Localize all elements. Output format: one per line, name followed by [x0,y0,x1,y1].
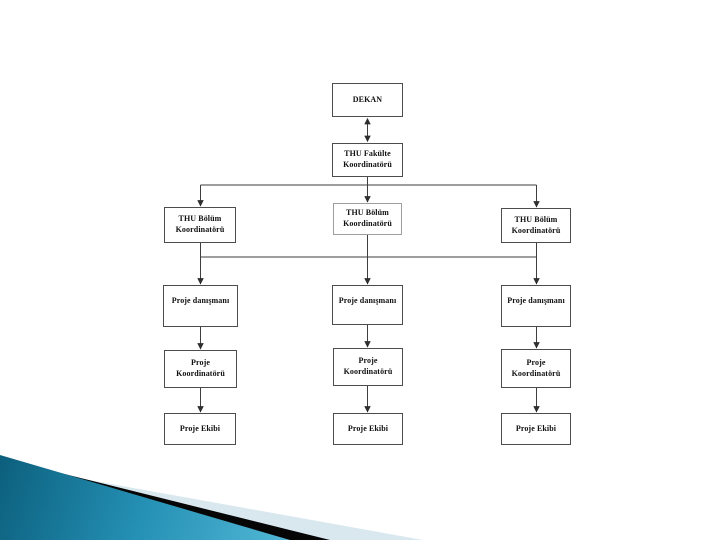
org-node-label: Koordinatörü [343,219,392,228]
org-node-label: Proje danışmanı [171,296,230,305]
org-node-label: Koordinatörü [343,367,393,376]
org-node-proje-danismani-left: Proje danışmanı [163,285,238,327]
org-node-proje-ekibi-center: Proje Ekibi [333,413,403,445]
org-node-label: Proje [190,358,210,368]
org-node-proje-koordinatoru-left: Proje Koordinatörü [164,350,237,388]
org-node-label: Proje danışmanı [338,296,397,305]
org-node-proje-danismani-right: Proje danışmanı [501,285,571,327]
org-node-proje-ekibi-left: Proje Ekibi [164,413,236,445]
org-node-label: Proje Ekibi [179,423,221,433]
org-node-fakulte-koordinatoru: THU Fakülte Koordinatörü [332,143,403,177]
org-node-dekan: DEKAN [332,83,403,117]
org-node-label: Koordinatörü [511,225,561,235]
org-node-label: Proje Ekibi [515,423,557,433]
org-node-label: Koordinatörü [343,160,392,169]
org-node-label: THU Bölüm [346,208,389,218]
org-node-label: Proje danışmanı [507,296,565,305]
org-node-label: THU Bölüm [178,214,222,224]
org-node-label: Koordinatörü [511,368,561,378]
org-node-label: Koordinatörü [175,225,225,234]
org-node-label: DEKAN [352,94,383,104]
org-node-proje-koordinatoru-center: Proje Koordinatörü [333,348,403,386]
org-node-proje-koordinatoru-right: Proje Koordinatörü [501,349,571,388]
org-node-proje-danismani-center: Proje danışmanı [332,285,403,325]
org-node-label: Proje Ekibi [347,423,389,433]
org-node-label: THU Bölüm [514,214,558,224]
org-node-bolum-koordinatoru-right: THU Bölüm Koordinatörü [501,208,571,243]
org-node-label: Proje [358,356,378,366]
org-node-bolum-koordinatoru-center: THU Bölüm Koordinatörü [333,203,402,235]
org-node-label: Koordinatörü [176,369,225,378]
swoosh-teal-wedge [0,455,290,540]
org-node-label: THU Fakülte [344,149,391,159]
org-node-bolum-koordinatoru-left: THU Bölüm Koordinatörü [164,207,236,243]
org-node-proje-ekibi-right: Proje Ekibi [501,413,571,445]
org-node-label: Proje [526,357,546,367]
